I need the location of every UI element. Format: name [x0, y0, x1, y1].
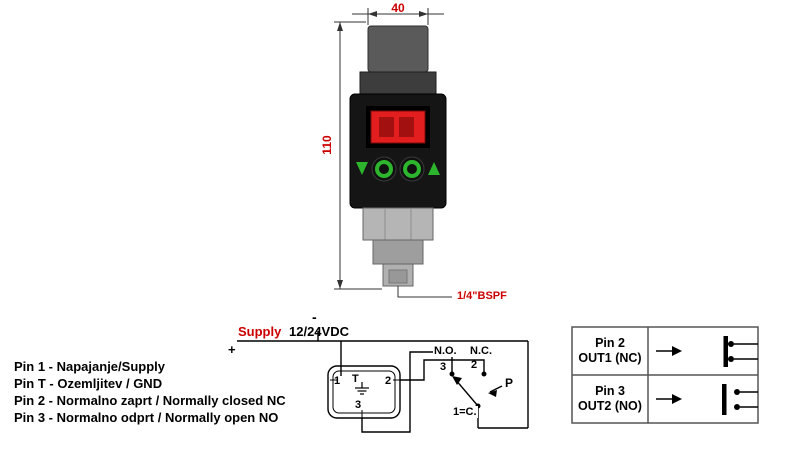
voltage-label: 12/24VDC: [289, 324, 349, 339]
width-dimension-label: 40: [391, 1, 405, 15]
pin-description-line: Pin 1 - Napajanje/Supply: [14, 359, 165, 374]
common-label: 1=C.: [452, 406, 478, 418]
display-digit: [379, 117, 394, 137]
thread-tip-inner: [388, 269, 408, 284]
display-digit: [399, 117, 414, 137]
height-dimension-label: 110: [320, 135, 334, 155]
plus-sign: +: [228, 342, 236, 357]
ground-icon: [355, 382, 369, 395]
arrow-icon: [656, 394, 682, 404]
connector-pin-T-label: T: [352, 373, 359, 385]
table-row-out2: Pin 3 OUT2 (NO): [574, 379, 646, 419]
arrow-icon: [656, 346, 682, 356]
thread-neck: [372, 239, 424, 265]
output-table-frame: [571, 326, 759, 424]
bspf-leader-line: [397, 286, 452, 298]
width-dimension: [352, 8, 444, 25]
connector-pin-3-label: 3: [355, 399, 362, 411]
pin-description-line: Pin 3 - Normalno odprt / Normally open N…: [14, 410, 279, 425]
height-dimension: [334, 21, 382, 290]
collar: [359, 71, 437, 95]
top-connector: [367, 25, 429, 73]
pin-description-list: Pin 1 - Napajanje/Supply Pin T - Ozemlji…: [14, 358, 286, 426]
down-arrow-icon: [356, 162, 368, 175]
connector-box: [327, 365, 401, 419]
table-out-label: OUT2 (NO): [578, 399, 642, 413]
table-row-out1: Pin 2 OUT1 (NC): [574, 331, 646, 371]
thread-size-label: 1/4"BSPF: [457, 290, 507, 302]
pin-description-line: Pin T - Ozemljitev / GND: [14, 376, 163, 391]
supply-label: Supply: [238, 324, 282, 339]
connector-pin-1-label: 1: [334, 375, 341, 387]
table-pin-label: Pin 2: [595, 336, 625, 350]
left-button-ring: [375, 160, 393, 178]
normally-open-label: N.O.: [433, 345, 458, 357]
pressure-switch-drawing: [349, 25, 452, 298]
nc-contact-icon: [723, 336, 758, 367]
connector-pin-2-label: 2: [385, 375, 392, 387]
nc-pin-number: 2: [471, 359, 478, 371]
pin-description-line: Pin 2 - Normalno zaprt / Normally closed…: [14, 393, 286, 408]
table-out-label: OUT1 (NC): [578, 351, 642, 365]
hex-nut: [362, 207, 434, 241]
no-pin-number: 3: [440, 361, 447, 373]
no-contact-icon: [722, 384, 758, 415]
normally-closed-label: N.C.: [469, 345, 493, 357]
connector-box-inner: [332, 370, 396, 414]
table-pin-label: Pin 3: [595, 384, 625, 398]
right-button-ring: [403, 160, 421, 178]
wiring-diagram: [237, 331, 529, 433]
up-arrow-icon: [428, 162, 440, 175]
minus-sign: -: [312, 309, 317, 325]
pressure-label: P: [505, 376, 514, 390]
